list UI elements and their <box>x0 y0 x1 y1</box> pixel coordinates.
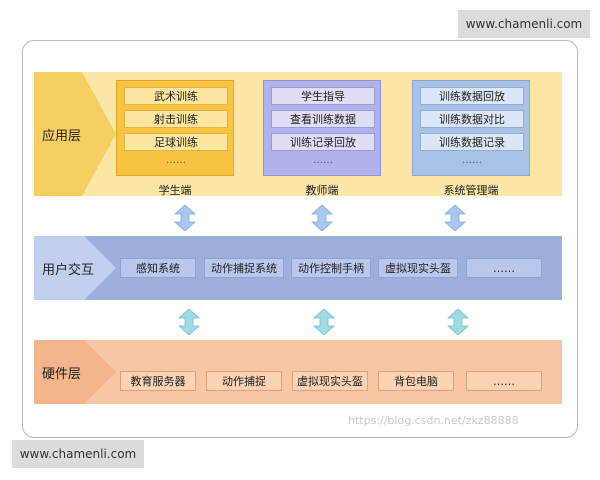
application-layer-chevron-icon <box>34 72 116 196</box>
admin-item-replay: 训练数据回放 <box>420 87 524 105</box>
interaction-box-perception: 感知系统 <box>120 258 196 278</box>
admin-item-compare: 训练数据对比 <box>420 110 524 128</box>
hardware-layer-chevron-icon <box>34 340 116 404</box>
application-layer-label: 应用层 <box>42 128 82 144</box>
interaction-box-controller: 动作控制手柄 <box>291 258 371 278</box>
student-caption: 学生端 <box>158 184 192 197</box>
teacher-panel: 学生指导 查看训练数据 训练记录回放 …… <box>263 80 381 176</box>
student-item-more: …… <box>166 155 186 166</box>
double-arrow-icon <box>174 205 196 231</box>
interaction-layer-label: 用户交互 <box>42 262 95 278</box>
student-item-shooting: 射击训练 <box>124 110 228 128</box>
interaction-box-motion-capture: 动作捕捉系统 <box>204 258 284 278</box>
student-item-wushu: 武术训练 <box>124 87 228 105</box>
interaction-layer-chevron-icon <box>34 236 116 300</box>
hardware-box-vr-headset: 虚拟现实头盔 <box>292 371 368 391</box>
double-arrow-icon <box>311 205 333 231</box>
double-arrow-icon <box>444 205 466 231</box>
hardware-box-backpack-pc: 背包电脑 <box>378 371 454 391</box>
double-arrow-icon <box>447 309 469 335</box>
teacher-item-more: …… <box>313 155 333 166</box>
student-panel: 武术训练 射击训练 足球训练 …… <box>116 80 234 176</box>
watermark-top: www.chamenli.com <box>458 10 590 38</box>
teacher-item-view-data: 查看训练数据 <box>271 110 375 128</box>
admin-item-more: …… <box>462 155 482 166</box>
admin-panel: 训练数据回放 训练数据对比 训练数据记录 …… <box>412 80 530 176</box>
hardware-box-server: 教育服务器 <box>120 371 196 391</box>
interaction-box-more: …… <box>466 258 542 278</box>
interaction-box-vr-headset: 虚拟现实头盔 <box>378 258 458 278</box>
student-item-football: 足球训练 <box>124 133 228 151</box>
teacher-item-replay: 训练记录回放 <box>271 133 375 151</box>
teacher-caption: 教师端 <box>305 184 339 197</box>
watermark-bottom: www.chamenli.com <box>12 440 144 468</box>
hardware-box-motion-capture: 动作捕捉 <box>206 371 282 391</box>
teacher-item-guidance: 学生指导 <box>271 87 375 105</box>
admin-item-record: 训练数据记录 <box>420 133 524 151</box>
double-arrow-icon <box>178 309 200 335</box>
hardware-box-more: …… <box>466 371 542 391</box>
source-credit: https://blog.csdn.net/zkz88888 <box>348 414 519 427</box>
double-arrow-icon <box>313 309 335 335</box>
admin-caption: 系统管理端 <box>443 184 499 197</box>
hardware-layer-label: 硬件层 <box>42 366 82 382</box>
